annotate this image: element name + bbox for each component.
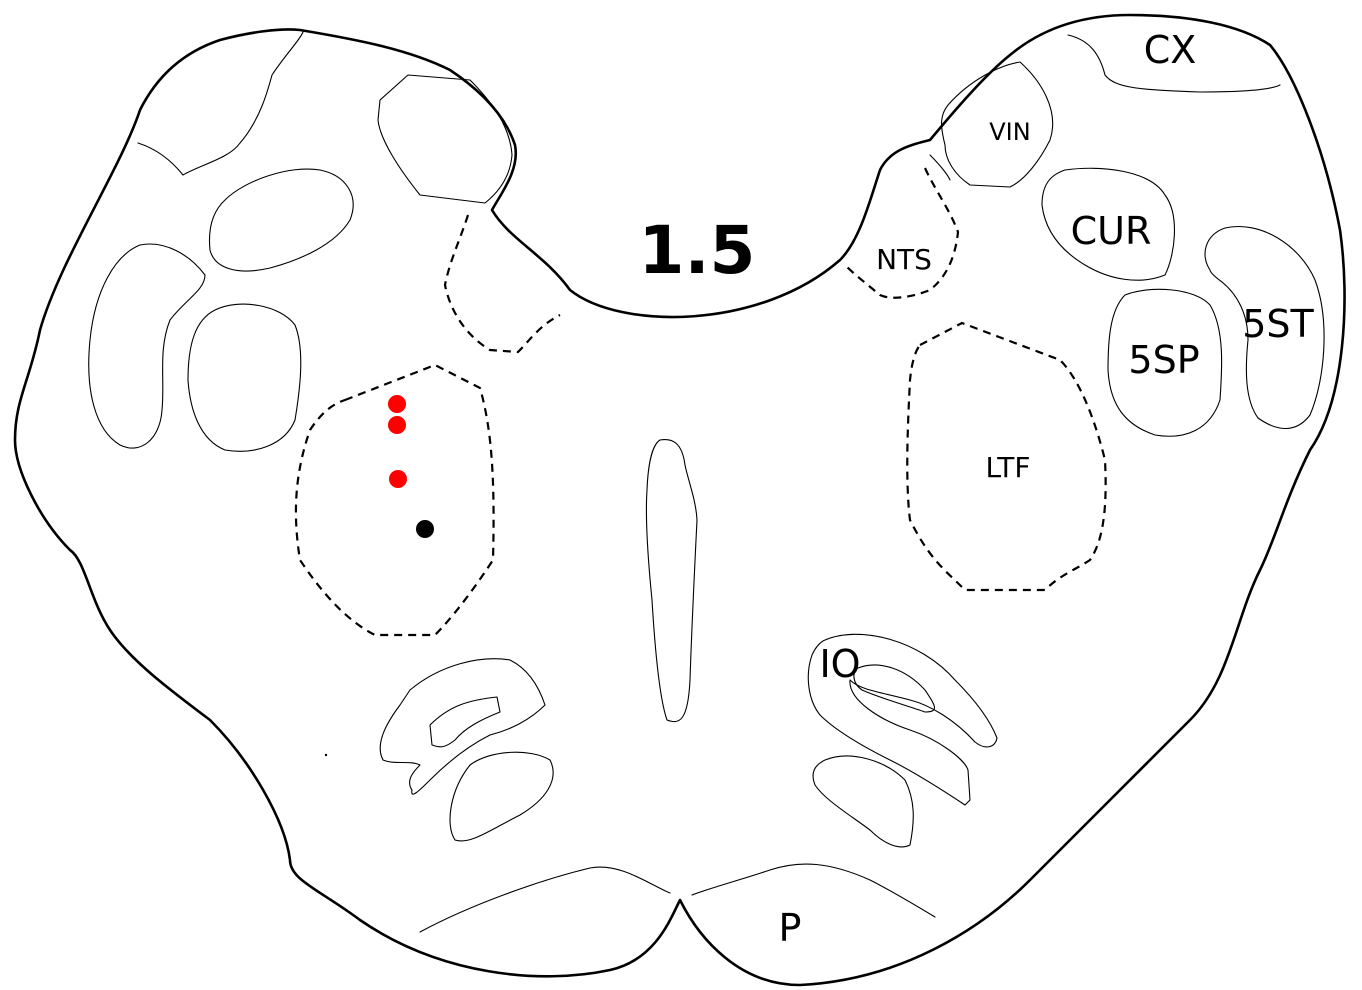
- label-cur: CUR: [1071, 209, 1152, 253]
- label-p: P: [779, 906, 802, 950]
- small-dot-mark: [325, 754, 327, 756]
- label-5st: 5ST: [1242, 302, 1314, 346]
- label-vin: VIN: [989, 118, 1030, 146]
- label-nts: NTS: [876, 243, 932, 276]
- label-cx: CX: [1144, 28, 1197, 72]
- recording-marker-black: [416, 520, 434, 538]
- label-5sp: 5SP: [1128, 338, 1199, 382]
- recording-marker-red-1: [388, 395, 406, 413]
- recording-marker-red-3: [389, 470, 407, 488]
- section-level-label: 1.5: [639, 212, 756, 289]
- label-io: IO: [819, 642, 860, 686]
- label-ltf: LTF: [986, 451, 1031, 484]
- recording-marker-red-2: [388, 416, 406, 434]
